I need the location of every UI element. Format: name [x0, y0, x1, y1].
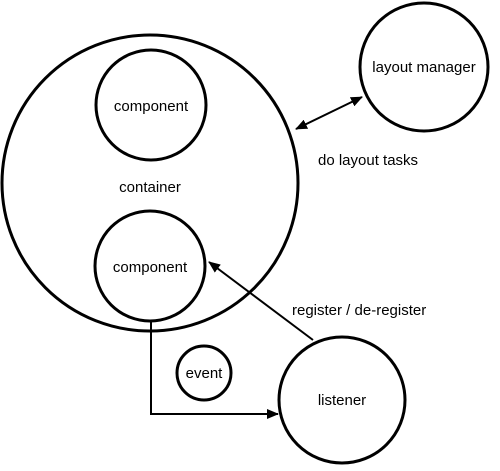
layout-manager-circle	[358, 1, 490, 133]
container-label: container	[119, 179, 181, 196]
register-arrow	[208, 261, 314, 341]
event-node: event	[175, 344, 233, 402]
component-bottom-label: component	[113, 259, 188, 276]
register-label: register / de-register	[292, 302, 426, 319]
layout-manager-label: layout manager	[372, 59, 475, 76]
listener-node: listener	[277, 335, 407, 465]
component-bottom-node: component	[93, 209, 207, 323]
layout-manager-node: layout manager	[358, 1, 490, 133]
layout-tasks-arrow	[295, 96, 363, 130]
layout-tasks-label: do layout tasks	[318, 152, 418, 169]
event-label: event	[186, 365, 224, 382]
component-top-label: component	[114, 98, 189, 115]
listener-circle	[277, 335, 407, 465]
component-top-node: component	[94, 48, 208, 162]
event-delivery-arrow	[150, 321, 279, 419]
component-top-circle	[94, 48, 208, 162]
event-circle	[175, 344, 233, 402]
listener-label: listener	[318, 392, 366, 409]
container-node: container	[0, 33, 300, 333]
